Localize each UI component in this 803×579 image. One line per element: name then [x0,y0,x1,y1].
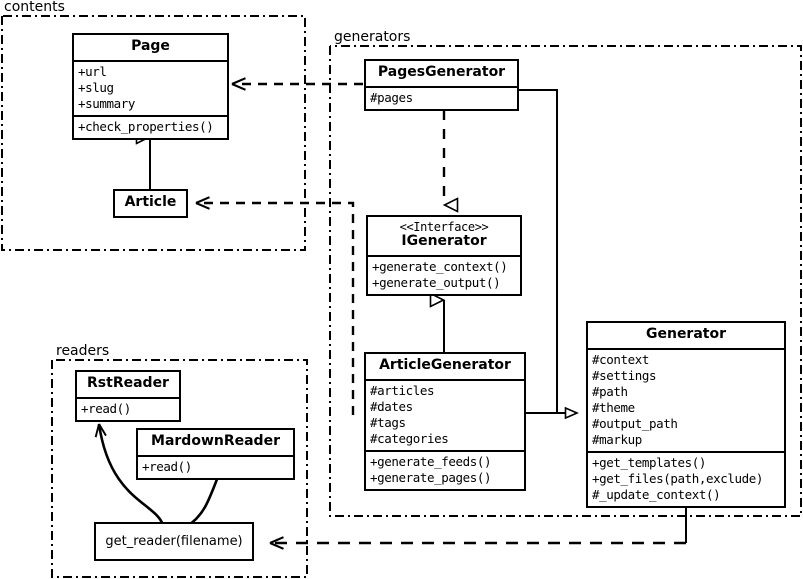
class-pages-generator[interactable]: PagesGenerator #pages [364,59,519,111]
class-rst-reader-title: RstReader [87,375,169,391]
package-border-readers [51,359,308,578]
class-rst-reader[interactable]: RstReader +read() [75,370,181,422]
class-page-attributes: +url +slug +summary [74,59,227,115]
attribute: #pages [370,89,413,105]
package-label-contents: contents [2,0,67,15]
package-label-readers: readers [54,343,112,359]
class-igenerator[interactable]: <<Interface>> IGenerator +generate_conte… [366,215,522,297]
function-get-reader-label: get_reader(filename) [105,534,243,549]
class-rst-reader-methods: +read() [77,396,179,420]
attribute: #categories [370,430,449,446]
method: +generate_context() [372,259,508,275]
class-igenerator-methods: +generate_context() +generate_output() [368,255,520,294]
class-generator[interactable]: Generator #context #settings #path #them… [586,321,786,508]
attribute: #dates [370,398,413,414]
method: +read() [142,458,192,474]
attribute: #output_path [592,415,678,431]
class-article-title: Article [124,194,177,210]
class-igenerator-stereotype: <<Interface>> [399,220,489,234]
line-generator-to-get-reader [269,501,687,550]
method: #_update_context() [592,486,721,502]
package-label-generators: generators [332,29,413,45]
class-article-generator[interactable]: ArticleGenerator #articles #dates #tags … [364,352,526,491]
line-get-reader-to-rstreader [94,423,165,526]
line-articlegenerator-to-article [195,196,355,415]
class-pages-generator-title: PagesGenerator [377,64,506,80]
method: +get_files(path,exclude) [592,470,764,486]
method: +read() [81,400,131,416]
attribute: +url [78,63,107,79]
class-article-generator-title: ArticleGenerator [379,357,511,373]
attribute: #settings [592,367,657,383]
class-generator-attributes: #context #settings #path #theme #output_… [588,347,784,451]
class-mardown-reader-title: MardownReader [151,433,280,449]
attribute: #articles [370,382,435,398]
attribute: #markup [592,431,642,447]
class-page-methods: +check_properties() [74,114,227,138]
attribute: #theme [592,399,635,415]
class-article-generator-methods: +generate_feeds() +generate_pages() [366,449,524,489]
method: +generate_feeds() [370,453,492,469]
attribute: #path [592,383,628,399]
attribute: +slug [78,79,114,95]
method: +generate_output() [372,275,501,291]
class-page-title: Page [131,38,170,54]
class-pages-generator-attributes: #pages [366,85,517,109]
class-generator-title: Generator [645,326,726,342]
class-igenerator-title: <<Interface>> IGenerator [368,217,520,255]
attribute: #context [592,351,650,367]
function-get-reader[interactable]: get_reader(filename) [94,522,254,561]
package-border-contents [1,15,306,251]
attribute: +summary [78,95,136,111]
method: +check_properties() [78,118,214,134]
method: +get_templates() [592,454,707,470]
class-article-generator-attributes: #articles #dates #tags #categories [366,378,524,450]
line-generators-to-generator [519,89,577,413]
class-igenerator-name: IGenerator [401,233,487,250]
class-mardown-reader-methods: +read() [138,454,293,478]
class-article[interactable]: Article [113,189,188,218]
class-page[interactable]: Page +url +slug +summary +check_properti… [72,33,229,140]
class-mardown-reader[interactable]: MardownReader +read() [136,428,295,480]
class-generator-methods: +get_templates() +get_files(path,exclude… [588,450,784,506]
attribute: #tags [370,414,406,430]
method: +generate_pages() [370,469,492,485]
